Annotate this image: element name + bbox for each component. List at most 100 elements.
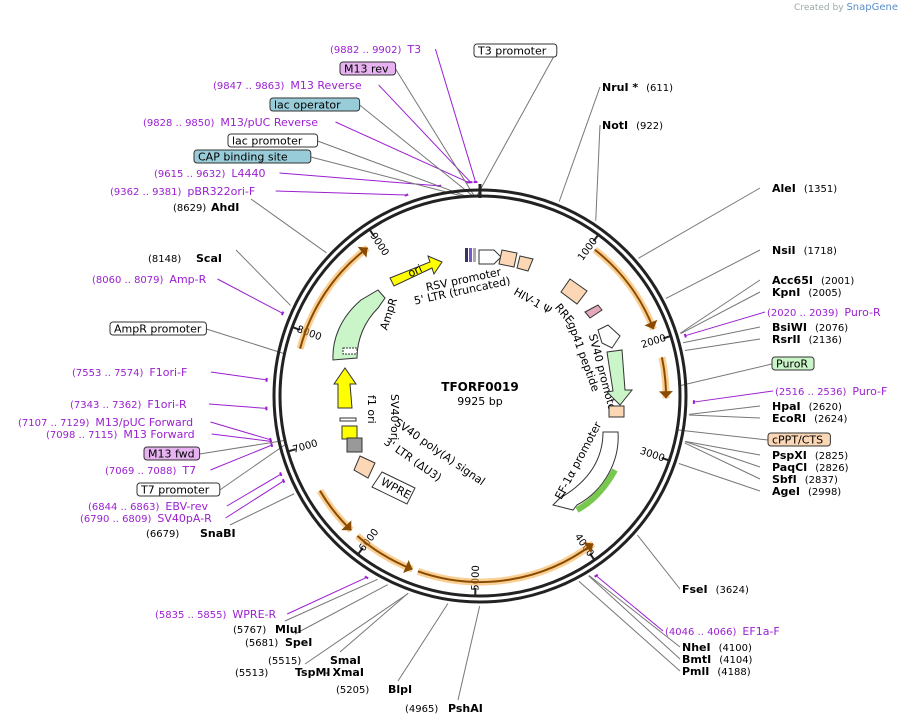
enzyme-label-ahdi[interactable]: AhdI [211, 201, 239, 214]
box-lac-operator[interactable] [269, 97, 361, 112]
enzyme-label-spei[interactable]: SpeI [285, 636, 312, 649]
feature-arc-5[interactable] [299, 247, 369, 349]
enzyme-line-acc65i [680, 279, 761, 334]
enzyme-label-nrui[interactable]: NruI *(611) [602, 81, 673, 94]
feature-arcs-layer [296, 245, 673, 586]
primer-label-m13-puc-forward[interactable]: (7107 .. 7129)M13/pUC Forward [18, 416, 193, 429]
enzyme-label-hpai[interactable]: HpaI(2620) [772, 400, 842, 413]
primer-labels-layer: (9882 .. 9902)T3 (9847 .. 9863)M13 Revers… [18, 43, 887, 638]
enzyme-line-nrui [558, 86, 601, 202]
box-cap-binding-site[interactable] [193, 149, 312, 164]
box-label-m13-fwd: M13 fwd [148, 448, 195, 461]
ampr-feature[interactable] [332, 289, 386, 361]
enzyme-pos-pshai: (4965) [405, 704, 438, 715]
enzyme-line-agei [678, 463, 761, 492]
box-t7-promoter[interactable] [136, 482, 221, 497]
box-label-t3-promoter: T3 promoter [477, 45, 547, 58]
primer-label-l4440[interactable]: (9615 .. 9632)L4440 [154, 167, 266, 180]
primer-label-m13-forward[interactable]: (7098 .. 7115)M13 Forward [46, 428, 195, 441]
enzyme-label-smai[interactable]: SmaI [330, 654, 361, 667]
primer-label-pbr322ori-f[interactable]: (9362 .. 9381)pBR322ori-F [110, 185, 255, 198]
enzyme-label-paqci[interactable]: PaqCI(2826) [772, 461, 849, 474]
box-cppt-cts[interactable] [767, 432, 831, 447]
primer-line-f1ori-f [210, 371, 267, 381]
enzyme-line-sbfi [684, 442, 761, 480]
primer-label-t7[interactable]: (7069 .. 7088)T7 [105, 464, 196, 477]
enzyme-label-sbfi[interactable]: SbfI(2837) [772, 473, 838, 486]
primer-label-puro-f[interactable]: (2516 .. 2536)Puro-F [775, 385, 887, 398]
enzyme-label-acc65i[interactable]: Acc65I(2001) [772, 274, 854, 287]
enzyme-label-kpni[interactable]: KpnI(2005) [772, 286, 842, 299]
enzyme-label-tspmi[interactable]: TspMI [295, 666, 331, 679]
box-lac-promoter[interactable] [227, 133, 319, 148]
box-t3-promoter[interactable] [473, 43, 558, 58]
enzyme-label-pshai[interactable]: PshAI [448, 702, 483, 715]
enzyme-line-bsiwi [683, 326, 761, 344]
primer-label-f1ori-r[interactable]: (7343 .. 7362)F1ori-R [70, 398, 187, 411]
primer-label-m13-puc-reverse[interactable]: (9828 .. 9850)M13/pUC Reverse [143, 116, 318, 129]
enzyme-label-pmli[interactable]: PmlI(4188) [682, 665, 751, 678]
primer-line-puro-r [685, 311, 766, 337]
enzyme-label-fsei[interactable]: FseI(3624) [682, 583, 749, 596]
sv40-ori-feature[interactable] [341, 425, 358, 440]
enzyme-label-ecori[interactable]: EcoRI(2624) [772, 412, 848, 425]
primer-label-t3[interactable]: (9882 .. 9902)T3 [330, 43, 421, 56]
box-m13-fwd[interactable] [143, 446, 201, 461]
enzyme-label-agei[interactable]: AgeI(2998) [772, 485, 841, 498]
puror-feature[interactable] [605, 349, 634, 406]
enzyme-line-hpai [689, 405, 761, 415]
enzyme-label-bsiwi[interactable]: BsiWI(2076) [772, 321, 848, 334]
primer-label-ef1a-f[interactable]: (4046 .. 4066)EF1a-F [665, 625, 780, 638]
enzyme-label-snabi[interactable]: SnaBI [200, 527, 236, 540]
enzyme-label-xmai[interactable]: - XmaI [325, 666, 364, 679]
ori-feature[interactable] [389, 255, 443, 287]
enzyme-label-nhei[interactable]: NheI(4100) [682, 641, 752, 654]
primer-label-ebv-rev[interactable]: (6844 .. 6863)EBV-rev [88, 500, 208, 513]
enzyme-pos-snabi: (6679) [146, 529, 179, 540]
enzyme-label-blpi[interactable]: BlpI [388, 683, 412, 696]
primer-mark-t7 [270, 443, 274, 448]
box-puror[interactable] [771, 356, 815, 371]
enzyme-label-nsii[interactable]: NsiI(1718) [772, 244, 837, 257]
wpre-feature[interactable] [371, 471, 416, 505]
ef1a-promoter-feature[interactable] [552, 431, 619, 511]
box-m13-rev[interactable] [339, 61, 397, 76]
enzyme-line-blpi [397, 603, 449, 682]
tick-label-9000: 9000 [367, 231, 390, 258]
hiv-psi-feature[interactable] [516, 255, 534, 272]
cppt-feature[interactable] [608, 405, 625, 418]
feature-arc-0[interactable] [594, 248, 655, 330]
enzyme-label-alei[interactable]: AleI(1351) [772, 182, 837, 195]
box-ampr-promoter[interactable] [109, 321, 207, 336]
sv40-promoter-feature[interactable] [597, 324, 621, 349]
enzyme-label-noti[interactable]: NotI(922) [602, 119, 663, 132]
f1-ori-feature[interactable] [333, 367, 357, 409]
ltr5-feature[interactable] [498, 249, 518, 268]
tick-7000 [287, 448, 296, 453]
feature-arc-2[interactable] [417, 542, 594, 583]
snapgene-logo[interactable]: SnapGene [846, 2, 898, 13]
tick-9000 [368, 228, 375, 237]
hiv-psi-label: HIV-1 Ψ [511, 285, 554, 317]
enzyme-pos-mlui: (5767) [233, 625, 266, 636]
enzyme-label-pspxi[interactable]: PspXI(2825) [772, 449, 848, 462]
rre-feature[interactable] [560, 278, 588, 305]
primer-label-wpre-r[interactable]: (5835 .. 5855)WPRE-R [155, 608, 276, 621]
primer-label-sv40pa-r[interactable]: (6790 .. 6809)SV40pA-R [80, 512, 212, 525]
enzyme-label-rsrii[interactable]: RsrII(2136) [772, 333, 842, 346]
enzyme-label-bmti[interactable]: BmtI(4104) [682, 653, 753, 666]
ltr3-feature[interactable] [353, 455, 376, 479]
sv40-polya-feature[interactable] [346, 437, 363, 453]
rsv-promoter-feature[interactable] [478, 249, 502, 265]
primer-label-amp-r[interactable]: (8060 .. 8079)Amp-R [92, 273, 207, 286]
enzyme-label-mlui[interactable]: MluI [275, 623, 302, 636]
gp41-feature[interactable] [584, 304, 603, 319]
box-label-ampr-promoter: AmpR promoter [114, 323, 202, 336]
enzyme-line-ahdi [250, 198, 327, 254]
enzyme-label-scai[interactable]: ScaI [196, 252, 222, 265]
enzyme-pos-smai: (5515) [268, 656, 301, 667]
feature-arc-head-0 [644, 319, 658, 330]
primer-label-puro-r[interactable]: (2020 .. 2039)Puro-R [767, 306, 881, 319]
primer-label-m13-reverse[interactable]: (9847 .. 9863)M13 Reverse [213, 79, 362, 92]
primer-label-f1ori-f[interactable]: (7553 .. 7574)F1ori-F [72, 366, 187, 379]
